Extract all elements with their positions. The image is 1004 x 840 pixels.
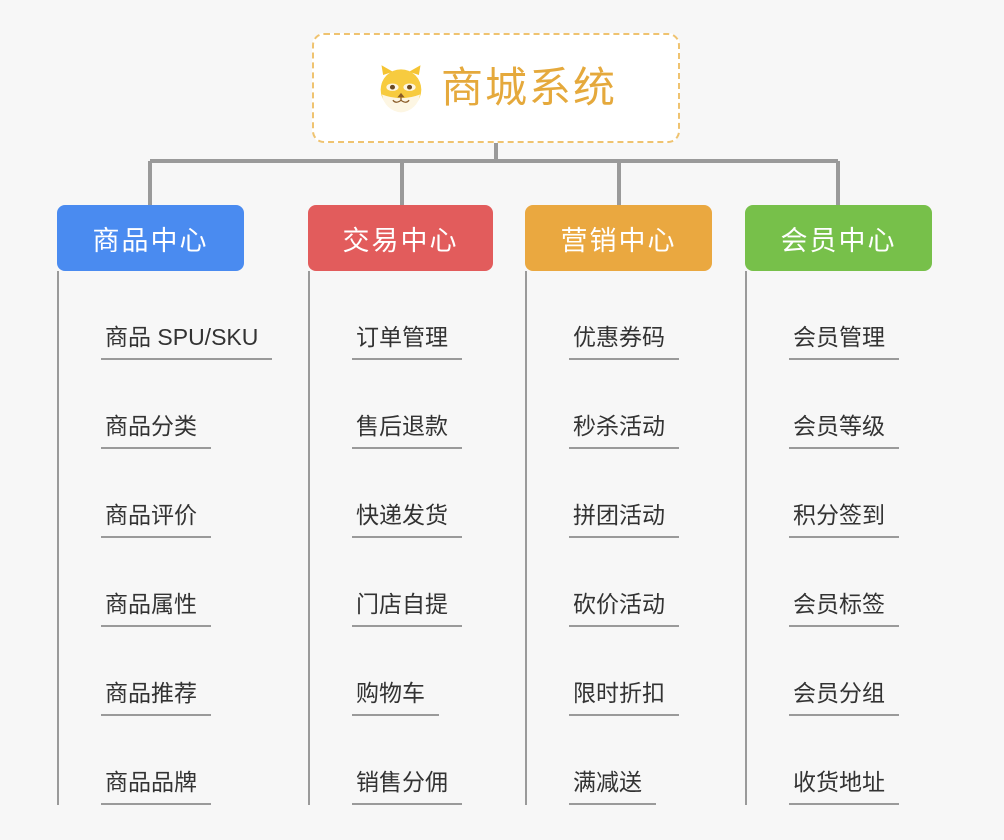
leaf-item[interactable]: 快递发货 bbox=[308, 449, 493, 538]
leaf-item-label: 商品推荐 bbox=[101, 679, 211, 716]
column-marketing-center: 营销中心优惠券码秒杀活动拼团活动砍价活动限时折扣满减送 bbox=[525, 205, 712, 805]
leaf-item-label: 满减送 bbox=[569, 768, 656, 805]
leaf-item[interactable]: 商品品牌 bbox=[57, 716, 244, 805]
leaf-item[interactable]: 限时折扣 bbox=[525, 627, 712, 716]
leaf-item-label: 商品属性 bbox=[101, 590, 211, 627]
leaf-item[interactable]: 商品属性 bbox=[57, 538, 244, 627]
leaf-item[interactable]: 购物车 bbox=[308, 627, 493, 716]
leaf-item-label: 销售分佣 bbox=[352, 768, 462, 805]
category-box-member-center[interactable]: 会员中心 bbox=[745, 205, 932, 271]
category-label: 商品中心 bbox=[92, 225, 209, 256]
leaf-item-label: 会员等级 bbox=[789, 412, 899, 449]
leaf-item[interactable]: 收货地址 bbox=[745, 716, 932, 805]
leaf-item-label: 商品分类 bbox=[101, 412, 211, 449]
leaf-item-label: 秒杀活动 bbox=[569, 412, 679, 449]
leaf-list-trade-center: 订单管理售后退款快递发货门店自提购物车销售分佣 bbox=[308, 271, 493, 805]
leaf-item[interactable]: 满减送 bbox=[525, 716, 712, 805]
leaf-item[interactable]: 商品评价 bbox=[57, 449, 244, 538]
leaf-item[interactable]: 商品 SPU/SKU bbox=[57, 271, 273, 360]
leaf-item-label: 会员分组 bbox=[789, 679, 899, 716]
category-label: 营销中心 bbox=[560, 225, 677, 256]
category-box-marketing-center[interactable]: 营销中心 bbox=[525, 205, 712, 271]
leaf-item-label: 优惠券码 bbox=[569, 323, 679, 360]
leaf-item-label: 快递发货 bbox=[352, 501, 462, 538]
leaf-item-label: 积分签到 bbox=[789, 501, 899, 538]
leaf-item[interactable]: 优惠券码 bbox=[525, 271, 712, 360]
leaf-item[interactable]: 商品推荐 bbox=[57, 627, 244, 716]
leaf-item[interactable]: 会员分组 bbox=[745, 627, 932, 716]
column-product-center: 商品中心商品 SPU/SKU 商品分类商品评价商品属性商品推荐商品品牌 bbox=[57, 205, 273, 805]
leaf-item-label: 商品品牌 bbox=[101, 768, 211, 805]
leaf-item[interactable]: 门店自提 bbox=[308, 538, 493, 627]
leaf-item-label: 会员标签 bbox=[789, 590, 899, 627]
leaf-item[interactable]: 销售分佣 bbox=[308, 716, 493, 805]
leaf-list-marketing-center: 优惠券码秒杀活动拼团活动砍价活动限时折扣满减送 bbox=[525, 271, 712, 805]
category-box-product-center[interactable]: 商品中心 bbox=[57, 205, 244, 271]
leaf-item-label: 订单管理 bbox=[352, 323, 462, 360]
leaf-item[interactable]: 商品分类 bbox=[57, 360, 244, 449]
leaf-item[interactable]: 拼团活动 bbox=[525, 449, 712, 538]
leaf-item-label: 砍价活动 bbox=[569, 590, 679, 627]
leaf-item-label: 拼团活动 bbox=[569, 501, 679, 538]
leaf-list-member-center: 会员管理会员等级积分签到会员标签会员分组收货地址 bbox=[745, 271, 932, 805]
leaf-item[interactable]: 砍价活动 bbox=[525, 538, 712, 627]
leaf-item[interactable]: 积分签到 bbox=[745, 449, 932, 538]
category-label: 会员中心 bbox=[780, 225, 897, 256]
leaf-item[interactable]: 售后退款 bbox=[308, 360, 493, 449]
shiba-dog-face-icon bbox=[380, 65, 422, 113]
leaf-item-label: 商品 SPU/SKU bbox=[101, 323, 273, 360]
leaf-item-label: 商品评价 bbox=[101, 501, 211, 538]
leaf-item-label: 门店自提 bbox=[352, 590, 462, 627]
leaf-item[interactable]: 会员标签 bbox=[745, 538, 932, 627]
column-member-center: 会员中心会员管理会员等级积分签到会员标签会员分组收货地址 bbox=[745, 205, 932, 805]
leaf-item-label: 售后退款 bbox=[352, 412, 462, 449]
root-node[interactable]: 商城系统 bbox=[312, 33, 680, 143]
leaf-item[interactable]: 订单管理 bbox=[308, 271, 493, 360]
category-box-trade-center[interactable]: 交易中心 bbox=[308, 205, 493, 271]
leaf-item[interactable]: 会员等级 bbox=[745, 360, 932, 449]
leaf-item[interactable]: 秒杀活动 bbox=[525, 360, 712, 449]
root-title: 商城系统 bbox=[440, 64, 617, 111]
column-trade-center: 交易中心订单管理售后退款快递发货门店自提购物车销售分佣 bbox=[308, 205, 493, 805]
leaf-list-product-center: 商品 SPU/SKU 商品分类商品评价商品属性商品推荐商品品牌 bbox=[57, 271, 273, 805]
category-label: 交易中心 bbox=[342, 225, 459, 256]
leaf-item-label: 收货地址 bbox=[789, 768, 899, 805]
leaf-item-label: 限时折扣 bbox=[569, 679, 679, 716]
leaf-item[interactable]: 会员管理 bbox=[745, 271, 932, 360]
leaf-item-label: 购物车 bbox=[352, 679, 439, 716]
leaf-item-label: 会员管理 bbox=[789, 323, 899, 360]
